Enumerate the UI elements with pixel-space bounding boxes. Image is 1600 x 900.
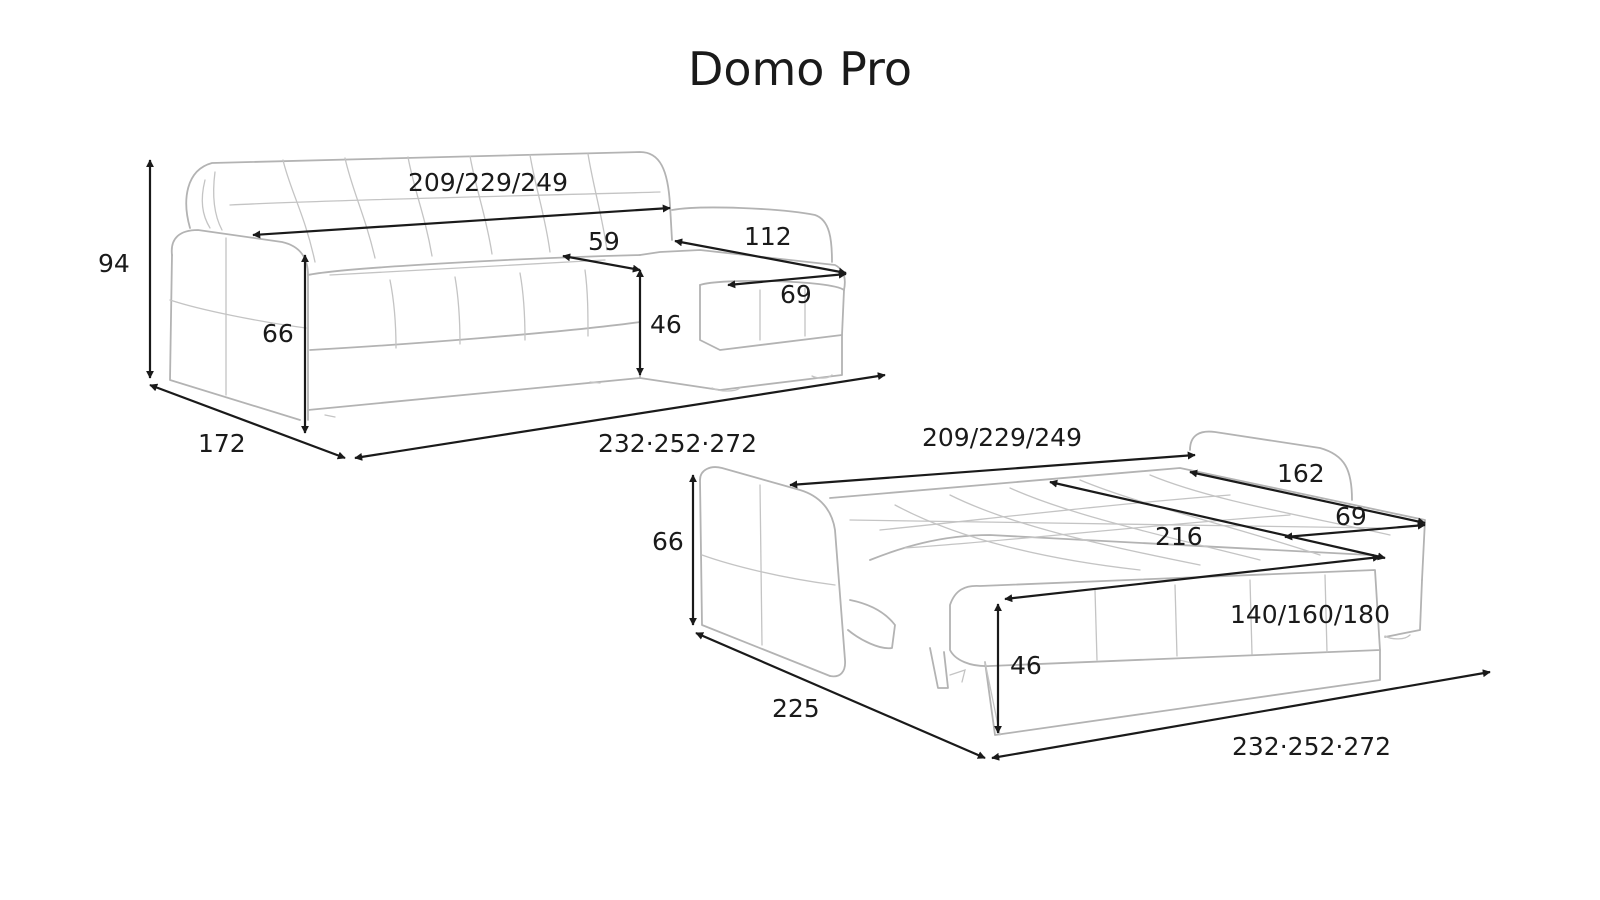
sofa-labels: 209/229/249 94 112 59 69 66 46 172 232·2… [98,168,812,458]
dim-sofa-total-width-line [354,372,886,461]
dim-bed-total-width-line [991,669,1491,761]
label-sofa-seat-depth: 59 [588,227,620,256]
label-bed-total-width: 232·252·272 [1232,732,1391,761]
dim-sofa-depth-line [149,383,346,460]
dim-bed-depth-line [695,631,986,760]
label-bed-armrest-height: 66 [652,527,684,556]
bed-dimensions [689,451,1491,761]
label-sofa-armrest-height: 66 [262,319,294,348]
dim-sofa-back-width-line [252,204,671,239]
label-bed-sleeping-width: 140/160/180 [1230,600,1390,629]
label-bed-sleeping-length: 216 [1155,522,1203,551]
bed-labels: 209/229/249 162 69 216 66 140/160/180 46… [652,423,1391,761]
label-bed-chaise-length: 162 [1277,459,1325,488]
dim-sofa-seat-depth-line [562,253,641,273]
dim-sofa-chaise-length-line [674,238,847,276]
label-sofa-total-width: 232·252·272 [598,429,757,458]
dim-bed-sleeping-length-line [1049,479,1386,561]
sofa-dimensions [146,159,886,461]
label-sofa-chaise-width: 69 [780,280,812,309]
label-sofa-seat-height: 46 [650,310,682,339]
label-sofa-chaise-length: 112 [744,222,792,251]
dim-bed-sleeping-width-line [1004,553,1381,603]
label-sofa-back-width: 209/229/249 [408,168,568,197]
label-sofa-total-height: 94 [98,249,130,278]
dim-sofa-chaise-width-line [727,270,847,289]
dim-bed-back-width-line [789,451,1196,489]
label-bed-back-width: 209/229/249 [922,423,1082,452]
label-sofa-depth: 172 [198,429,246,458]
page-title: Domo Pro [688,42,912,96]
label-bed-depth: 225 [772,694,820,723]
label-bed-chaise-width: 69 [1335,502,1367,531]
label-bed-seat-height: 46 [1010,651,1042,680]
